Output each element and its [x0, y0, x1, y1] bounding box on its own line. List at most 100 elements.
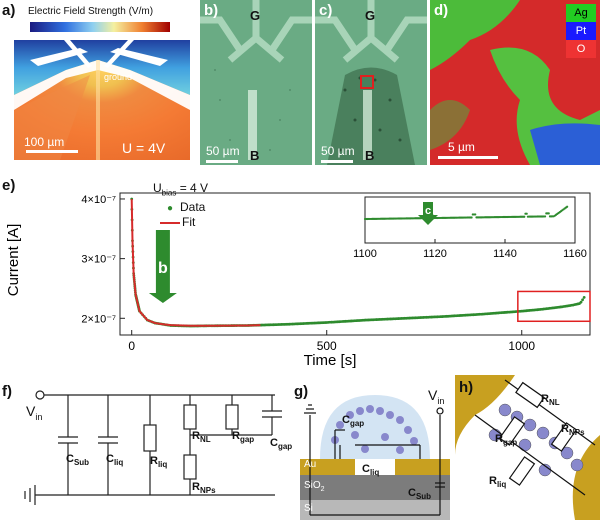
r-nps-subscript: NPs	[199, 486, 216, 496]
r-gap-label: Rgap	[232, 430, 254, 444]
r-liq-symbol: R	[489, 475, 497, 487]
inset-x-tick-label: 1120	[423, 248, 447, 260]
colorbar-tick-max: 1e+06	[150, 33, 173, 42]
legend-fit-line	[160, 221, 180, 224]
r-nps-symbol: R	[192, 481, 200, 493]
inset-x-tick-label: 1160	[563, 248, 587, 260]
vin-subscript: in	[35, 411, 43, 422]
panel-label: c)	[319, 2, 333, 19]
vin-subscript: in	[437, 395, 445, 406]
r-liq-subscript: liq	[157, 460, 168, 470]
y-axis-label: Current [A]	[5, 224, 22, 297]
c-gap-label: Cgap	[342, 414, 364, 428]
layer-au-right	[395, 459, 450, 475]
nanoparticle-network-diagram	[455, 375, 600, 520]
element-legend: Ag Pt O	[566, 4, 596, 58]
legend-o: O	[566, 40, 596, 58]
vin-label: Vin	[26, 403, 42, 422]
layer-si	[300, 500, 450, 520]
arrow-c-label: c	[425, 205, 431, 217]
panel-b-micrograph: b) G B 50 µm	[200, 0, 312, 165]
c-liq-subscript: liq	[369, 468, 380, 478]
ground-label: ground	[104, 72, 133, 82]
vin-label: Vin	[428, 387, 444, 406]
sio2-symbol: SiO	[304, 480, 321, 491]
legend-ag: Ag	[566, 4, 596, 22]
inset-data-point	[543, 215, 547, 218]
c-gap-subscript: gap	[277, 442, 293, 452]
zoom-region-marker	[360, 75, 374, 89]
y-tick-label: 3×10⁻⁷	[81, 254, 116, 266]
inset-data-point	[523, 215, 526, 218]
panel-label: f)	[2, 383, 12, 400]
y-tick-label: 4×10⁻⁷	[81, 194, 116, 206]
legend-pt: Pt	[566, 22, 596, 40]
inset-frame	[364, 196, 576, 244]
colorbar-tick-min: 1	[30, 33, 35, 42]
r-gap-subscript: gap	[502, 438, 518, 448]
micrograph-c-image	[315, 0, 427, 165]
colorbar-title: Electric Field Strength (V/m)	[28, 6, 154, 17]
inset-data-point	[566, 205, 569, 208]
micrograph-b-image	[200, 0, 312, 165]
r-liq-label: Rliq	[150, 455, 167, 469]
c-gap-label: Cgap	[270, 437, 292, 451]
scalebar	[26, 150, 78, 153]
c-sub-label: CSub	[66, 453, 89, 467]
si-label: Si	[304, 503, 313, 514]
y-tick-label: 2×10⁻⁷	[81, 313, 116, 325]
plot-frame	[119, 192, 591, 336]
c-gap-subscript: gap	[349, 419, 365, 429]
c-sub-symbol: C	[66, 453, 74, 465]
layer-sio2	[300, 475, 450, 500]
sio2-label: SiO2	[304, 480, 325, 493]
sio2-subscript: 2	[320, 486, 325, 493]
panel-c-micrograph: c) G B 50 µm	[315, 0, 427, 165]
bottom-marker: B	[365, 148, 375, 163]
panel-label: b)	[204, 2, 219, 19]
data-point	[581, 298, 584, 302]
panel-a-field-simulation: a) Electric Field Strength (V/m) 1 1e+03…	[0, 0, 196, 165]
scalebar	[438, 156, 498, 159]
r-nl-symbol: R	[192, 430, 200, 442]
r-nps-label: RNPs	[192, 481, 216, 495]
c-liq-subscript: liq	[113, 458, 124, 468]
inset-x-tick-label: 1140	[493, 248, 517, 260]
c-gap-symbol: C	[270, 437, 278, 449]
cross-section-diagram	[300, 395, 450, 520]
legend-fit: Fit	[160, 215, 195, 229]
au-label: Au	[304, 459, 317, 470]
vin-symbol: V	[26, 403, 36, 419]
r-gap-symbol: R	[495, 433, 503, 445]
inset-data-point	[525, 212, 528, 215]
panel-g-device-cross-section: g) Au SiO2 Si Cgap Cliq CSub Vin	[290, 375, 450, 520]
r-nl-label: RNL	[192, 430, 211, 444]
c-liq-symbol: C	[362, 463, 370, 475]
liquid-droplet	[320, 395, 430, 459]
panel-h-nanoparticle-network: h) R NL Rgap RNPs Rliq	[455, 375, 600, 520]
panel-d-edx-map: d) Ag Pt O 5 µm	[430, 0, 600, 165]
scalebar-label: 50 µm	[321, 144, 355, 158]
r-gap-subscript: gap	[239, 435, 255, 445]
data-point	[582, 296, 586, 299]
legend-data-label: Data	[180, 200, 206, 214]
panel-label: g)	[294, 383, 309, 400]
r-gap-label: Rgap	[495, 433, 517, 447]
ubias-symbol: U	[153, 181, 162, 195]
scalebar-label: 100 µm	[24, 135, 65, 149]
r-liq-symbol: R	[150, 455, 158, 467]
data-point	[579, 300, 583, 304]
c-liq-label: Cliq	[106, 453, 123, 467]
panel-label: a)	[2, 2, 16, 19]
arrow-c	[418, 202, 438, 225]
c-sub-subscript: Sub	[73, 458, 90, 468]
x-tick-label: 500	[317, 339, 337, 353]
gate-marker: G	[250, 8, 261, 23]
r-liq-label: Rliq	[489, 475, 506, 489]
r-nl-subscript: NL	[548, 398, 560, 408]
panel-label: h)	[459, 379, 474, 396]
ubias-label: Ubias = 4 V	[153, 181, 208, 197]
r-nps-label: RNPs	[561, 423, 585, 437]
